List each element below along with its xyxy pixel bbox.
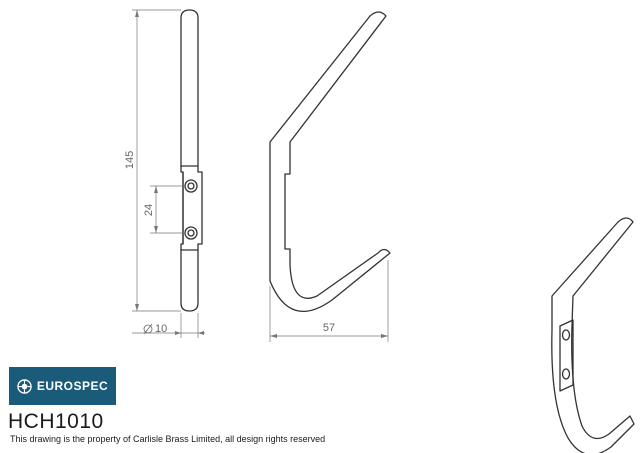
hole-spacing-label: 24 <box>143 204 155 216</box>
height-dimension-label: 145 <box>124 151 136 169</box>
side-view-lower-hole-inner <box>187 229 195 237</box>
diameter-label: 10 <box>155 323 167 335</box>
side-view <box>180 9 203 312</box>
logo-star-icon <box>17 378 32 394</box>
side-view-upper-hole <box>184 179 198 193</box>
height-dimension: 145 <box>124 9 181 312</box>
isometric-plate <box>559 319 574 392</box>
isometric-view <box>551 217 635 453</box>
brand-name: EUROSPEC <box>36 379 109 393</box>
side-view-lower-hole <box>184 226 198 240</box>
rights-notice: This drawing is the property of Carlisle… <box>10 434 326 444</box>
projection-label: 57 <box>323 322 335 334</box>
projection-dimension: 57 <box>269 260 389 342</box>
isometric-hook-outline <box>551 217 635 453</box>
profile-view <box>269 11 391 313</box>
diameter-dimension: 10 <box>132 313 205 338</box>
eurospec-logo: EUROSPEC <box>9 367 116 405</box>
isometric-lower-hole <box>561 368 571 380</box>
side-view-rod-outline <box>180 9 203 312</box>
product-code: HCH1010 <box>8 410 104 433</box>
side-view-upper-hole-inner <box>187 182 195 190</box>
profile-hook-outline <box>269 11 391 313</box>
hole-spacing-dimension: 24 <box>143 185 185 234</box>
isometric-upper-hole <box>561 329 571 341</box>
